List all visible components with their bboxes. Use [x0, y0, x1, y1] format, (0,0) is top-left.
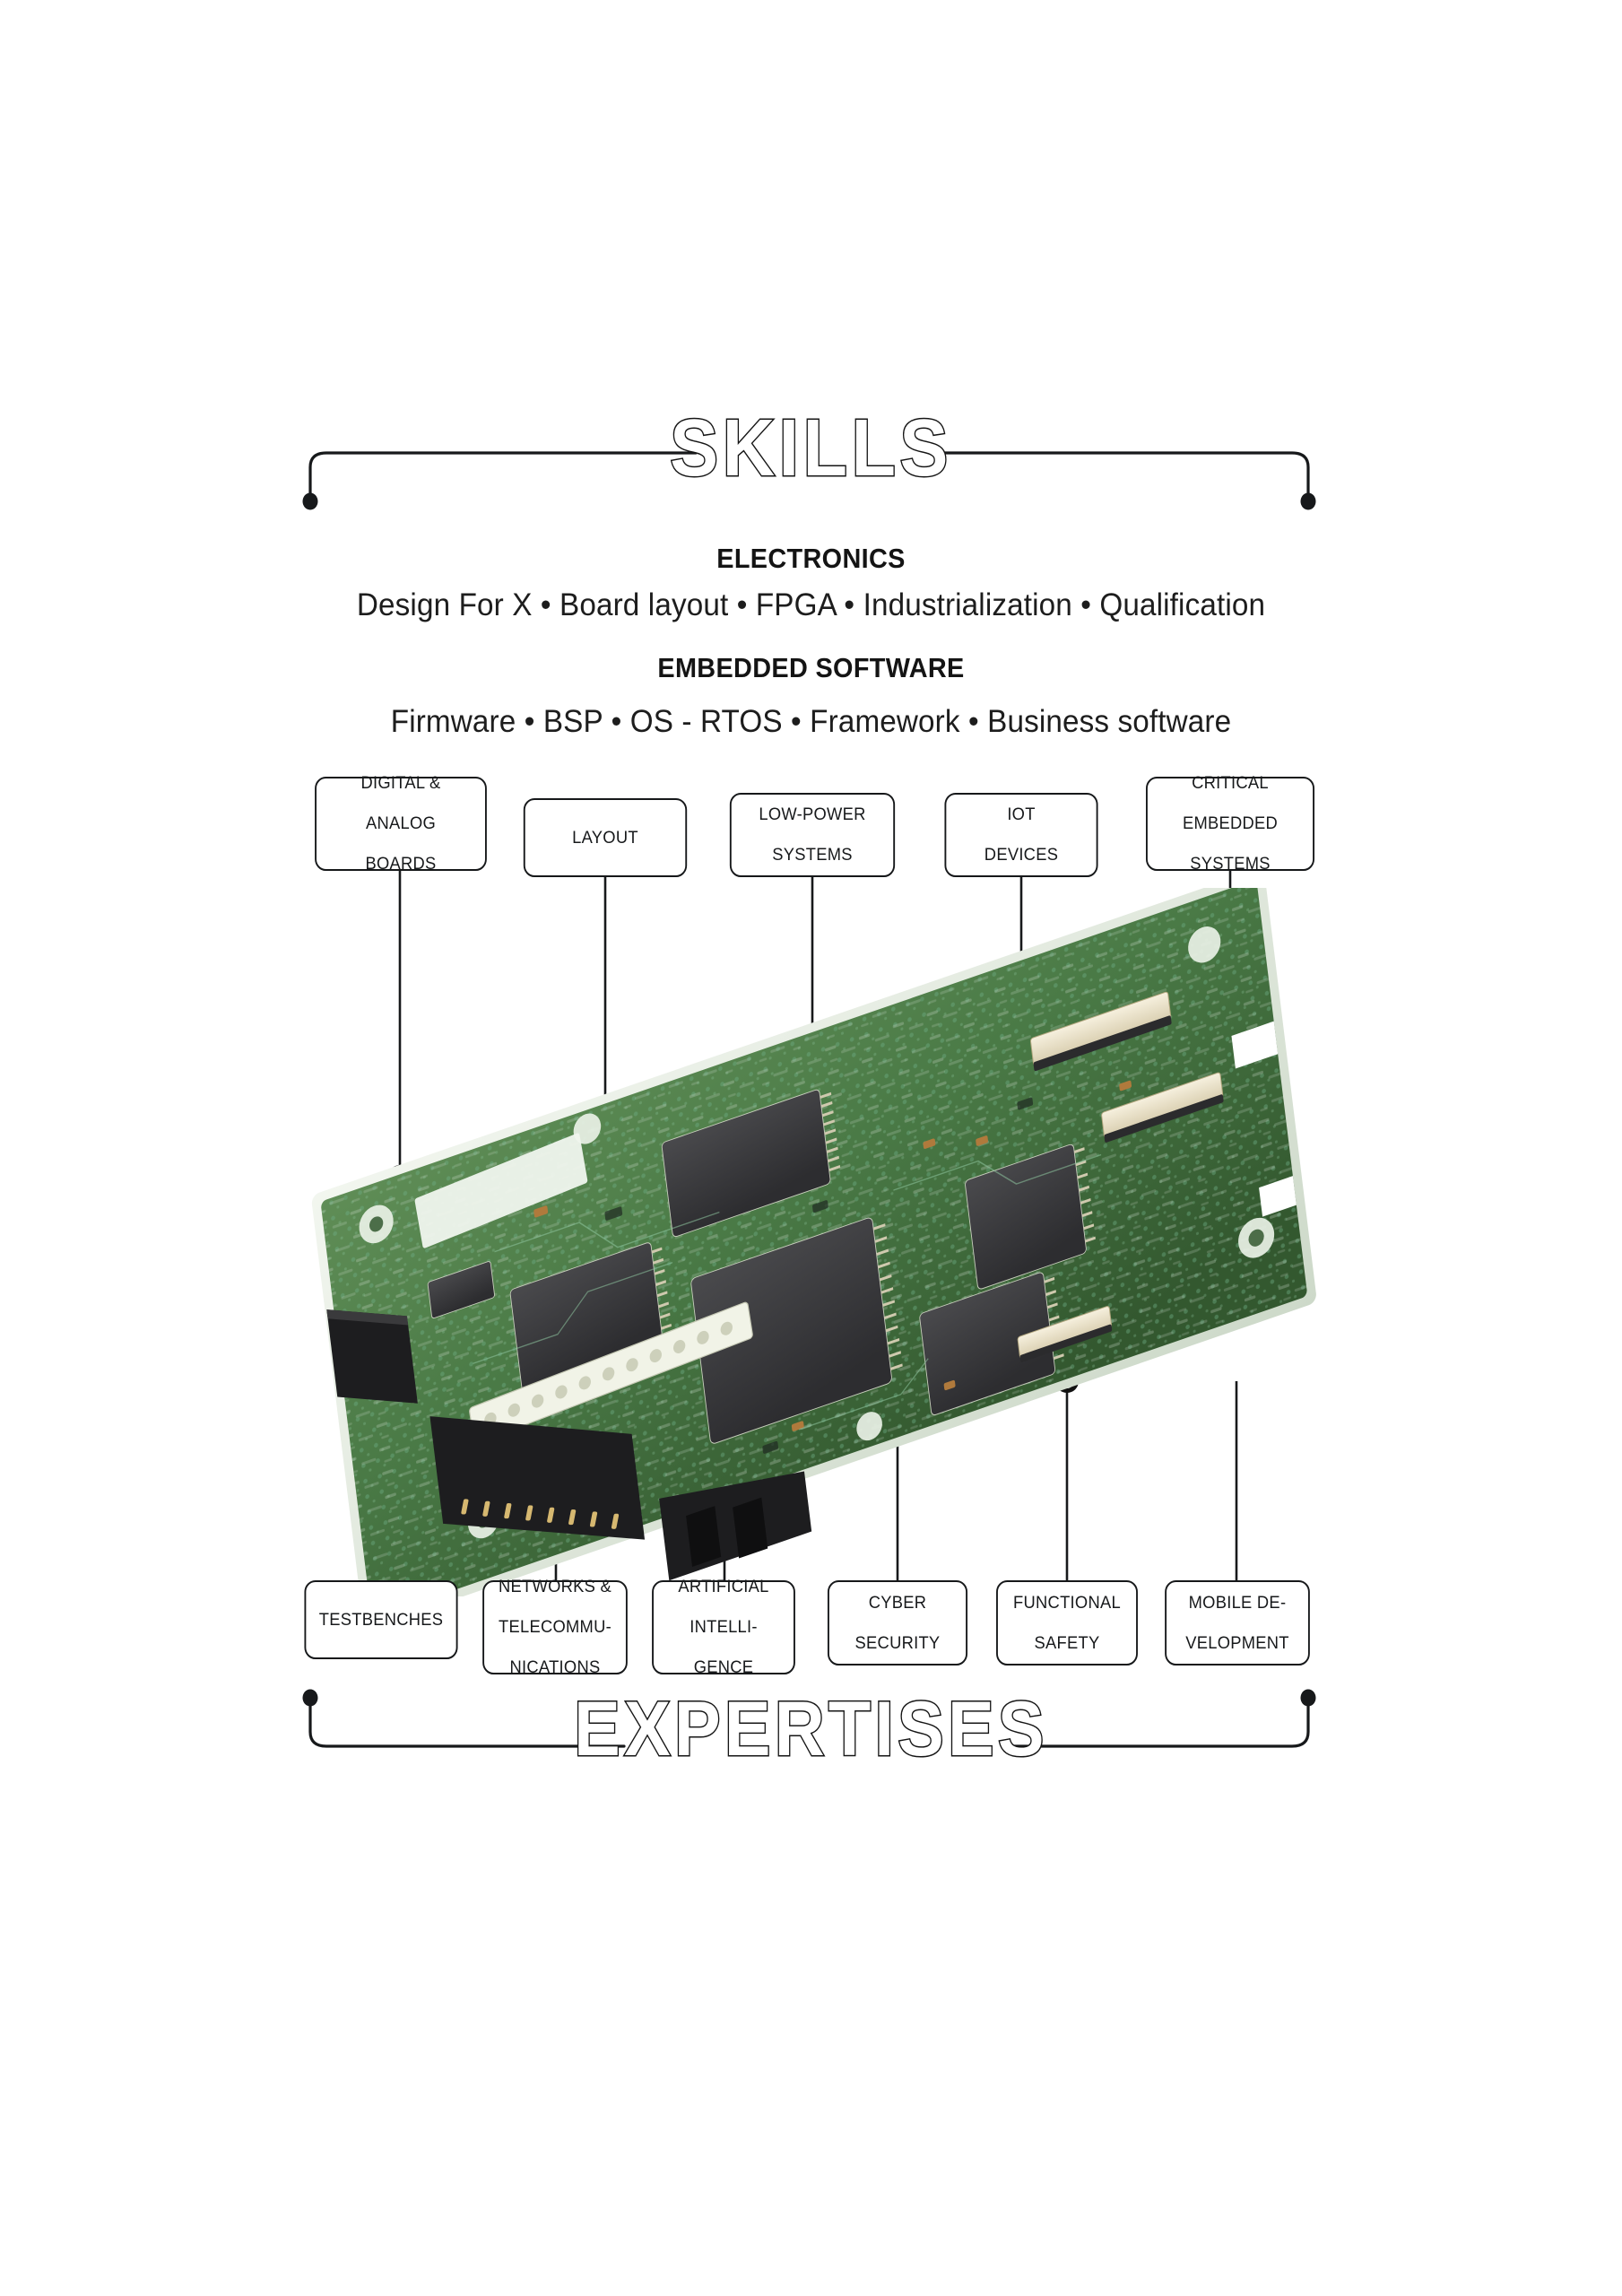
callout-line: SAFETY [1034, 1632, 1100, 1653]
callout-line: SYSTEMS [772, 845, 853, 865]
callout-testbenches[interactable]: TESTBENCHES [304, 1580, 458, 1659]
callout-line: NICATIONS [509, 1657, 601, 1678]
callout-line: INTELLI- [690, 1617, 758, 1638]
callout-mobile-development[interactable]: MOBILE DE- VELOPMENT [1165, 1580, 1310, 1665]
callout-line: ARTIFICIAL [678, 1576, 769, 1596]
callout-functional-safety[interactable]: FUNCTIONAL SAFETY [996, 1580, 1138, 1665]
callout-line: SECURITY [854, 1632, 941, 1653]
callout-cyber-security[interactable]: CYBER SECURITY [827, 1580, 968, 1665]
callout-line: CYBER [868, 1592, 927, 1613]
callout-line: TELECOMMU- [499, 1617, 612, 1638]
skill-heading-embedded-software: EMBEDDED SOFTWARE [657, 652, 965, 683]
skill-group-electronics: ELECTRONICS Design For X • Board layout … [0, 543, 1622, 623]
callout-networks-telecommunications[interactable]: NETWORKS & TELECOMMU- NICATIONS [482, 1576, 628, 1677]
pcb-board-image [229, 888, 1394, 1596]
callout-line: DEVICES [984, 845, 1059, 865]
callout-line: NETWORKS & [499, 1576, 612, 1596]
callout-line: ANALOG [365, 813, 437, 834]
callout-line: IOT [1007, 804, 1036, 825]
callout-line: GENCE [693, 1657, 754, 1678]
callout-line: LOW-POWER [759, 804, 866, 825]
callout-layout[interactable]: LAYOUT [523, 798, 688, 877]
skill-items-electronics: Design For X • Board layout • FPGA • Ind… [356, 587, 1266, 622]
callout-low-power-systems[interactable]: LOW-POWER SYSTEMS [729, 793, 896, 877]
callout-critical-embedded-systems[interactable]: CRITICAL EMBEDDED SYSTEMS [1146, 773, 1314, 874]
callout-line: MOBILE DE- [1188, 1592, 1287, 1613]
callout-line: VELOPMENT [1185, 1632, 1289, 1653]
callout-line: EMBEDDED [1182, 813, 1279, 834]
callout-line: TESTBENCHES [318, 1609, 444, 1630]
callout-line: SYSTEMS [1190, 854, 1271, 874]
bottom-bracket-rule [302, 1689, 1316, 1762]
callout-digital-analog-boards[interactable]: DIGITAL & ANALOG BOARDS [315, 773, 487, 874]
callout-iot-devices[interactable]: IOT DEVICES [944, 793, 1098, 877]
page-title-expertises: EXPERTISES [573, 1686, 1048, 1772]
callout-line: FUNCTIONAL [1013, 1592, 1121, 1613]
callout-line: DIGITAL & [360, 772, 441, 793]
callout-line: BOARDS [365, 854, 437, 874]
skill-group-embedded-software: EMBEDDED SOFTWARE Firmware • BSP • OS - … [0, 652, 1622, 740]
callout-line: LAYOUT [572, 827, 638, 848]
callout-line: CRITICAL [1192, 772, 1269, 793]
skill-items-embedded-software: Firmware • BSP • OS - RTOS • Framework •… [390, 704, 1232, 739]
callout-artificial-intelligence[interactable]: ARTIFICIAL INTELLI- GENCE [652, 1576, 795, 1677]
skill-heading-electronics: ELECTRONICS [716, 543, 906, 574]
page-title-skills: SKILLS [669, 404, 952, 493]
top-bracket-rule [302, 444, 1316, 510]
